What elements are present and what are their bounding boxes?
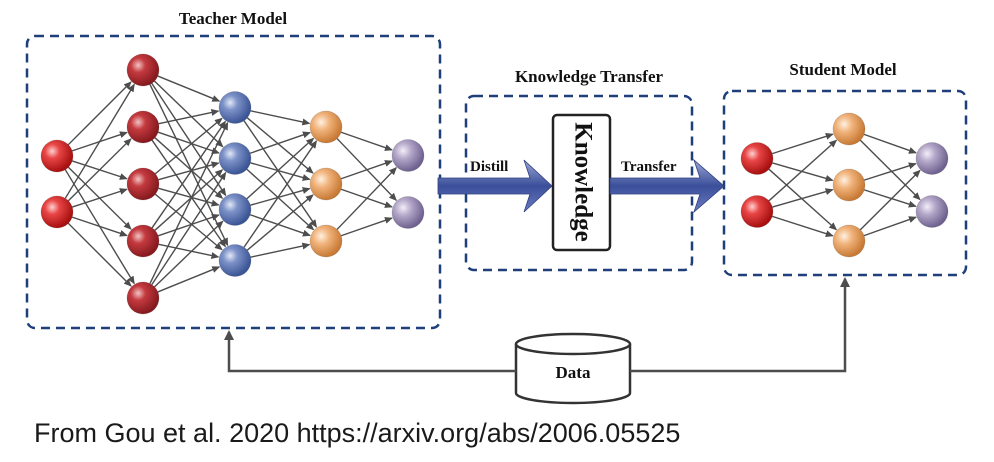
teacher-connection bbox=[249, 214, 311, 237]
teacher-connection bbox=[250, 110, 311, 126]
student-network bbox=[740, 112, 949, 258]
teacher-connection bbox=[154, 137, 224, 199]
student-connection bbox=[863, 216, 917, 237]
teacher-connection bbox=[158, 109, 220, 125]
student-connection bbox=[768, 139, 838, 202]
teacher-layer5-neuron bbox=[391, 196, 425, 229]
teacher-connection bbox=[250, 187, 311, 206]
teacher-layer3-neuron bbox=[218, 142, 252, 175]
teacher-connection bbox=[157, 213, 220, 237]
teacher-connection bbox=[158, 187, 220, 207]
teacher-connection bbox=[340, 217, 393, 237]
distill-label: Distill bbox=[470, 159, 508, 175]
knowledge-label: Knowledge bbox=[569, 122, 596, 241]
data-to-student-line bbox=[630, 277, 850, 373]
teacher-connection bbox=[64, 83, 135, 199]
teacher-connection bbox=[149, 121, 229, 284]
teacher-layer4-neuron bbox=[309, 224, 343, 258]
teacher-layer3-neuron bbox=[218, 193, 252, 226]
teacher-connection bbox=[151, 82, 227, 197]
student-layer1-neuron bbox=[740, 195, 774, 228]
teacher-connection bbox=[151, 171, 227, 286]
teacher-connection bbox=[154, 80, 224, 148]
teacher-connection bbox=[340, 131, 393, 151]
teacher-connection bbox=[249, 131, 311, 154]
knowledge-distillation-diagram: Teacher Model Knowledge Transfer Student… bbox=[25, 9, 968, 405]
student-connection bbox=[864, 189, 917, 208]
data-label: Data bbox=[556, 363, 591, 382]
teacher-model-title: Teacher Model bbox=[179, 9, 287, 28]
teacher-layer3-neuron bbox=[218, 91, 252, 124]
student-connection bbox=[859, 169, 921, 231]
teacher-connection bbox=[246, 137, 315, 200]
teacher-connection bbox=[340, 160, 393, 180]
student-layer1-neuron bbox=[740, 142, 774, 175]
student-layer2-neuron bbox=[832, 168, 866, 202]
teacher-layer5-neuron bbox=[391, 139, 425, 172]
teacher-connection bbox=[149, 84, 229, 247]
teacher-connection bbox=[157, 266, 221, 293]
teacher-connection bbox=[157, 75, 221, 102]
student-connection bbox=[859, 139, 921, 201]
student-connection bbox=[772, 215, 834, 238]
teacher-layer3-neuron bbox=[218, 244, 252, 277]
student-connection bbox=[772, 132, 834, 155]
data-cylinder: Data bbox=[514, 332, 632, 405]
teacher-layer2-neuron bbox=[126, 110, 160, 144]
teacher-connection bbox=[154, 117, 223, 175]
teacher-layer1-neuron bbox=[40, 195, 74, 229]
teacher-connection bbox=[158, 161, 220, 181]
student-model-title: Student Model bbox=[789, 60, 896, 79]
teacher-connection bbox=[154, 220, 224, 288]
teacher-connection bbox=[154, 169, 224, 231]
student-connection bbox=[864, 162, 917, 181]
teacher-connection bbox=[243, 140, 318, 248]
teacher-layer2-neuron bbox=[126, 281, 160, 315]
teacher-layer2-neuron bbox=[126, 167, 160, 201]
student-layer3-neuron bbox=[915, 142, 949, 175]
student-connection bbox=[863, 133, 917, 154]
teacher-connection bbox=[243, 120, 318, 228]
teacher-connection bbox=[71, 216, 128, 237]
teacher-connection bbox=[67, 138, 132, 202]
teacher-connection bbox=[151, 120, 226, 229]
teacher-network bbox=[40, 53, 425, 315]
transfer-arrow bbox=[609, 158, 725, 214]
teacher-connection bbox=[250, 242, 311, 258]
student-layer2-neuron bbox=[832, 224, 866, 258]
distill-arrow bbox=[437, 159, 553, 213]
student-model-box bbox=[722, 89, 968, 277]
data-to-teacher-line bbox=[224, 330, 516, 373]
student-layer3-neuron bbox=[915, 195, 949, 228]
teacher-connection bbox=[151, 139, 226, 248]
teacher-layer4-neuron bbox=[309, 167, 343, 201]
teacher-connection bbox=[67, 222, 132, 287]
teacher-connection bbox=[246, 194, 314, 251]
source-caption: From Gou et al. 2020 https://arxiv.org/a… bbox=[34, 418, 681, 448]
teacher-connection bbox=[67, 81, 132, 146]
teacher-layer1-neuron bbox=[40, 139, 74, 173]
student-layer2-neuron bbox=[832, 112, 866, 146]
teacher-layer2-neuron bbox=[126, 224, 160, 258]
student-connection bbox=[768, 168, 838, 231]
teacher-connection bbox=[246, 117, 314, 174]
teacher-connection bbox=[250, 162, 311, 181]
transfer-label: Transfer bbox=[621, 159, 677, 175]
knowledge-transfer-title: Knowledge Transfer bbox=[515, 67, 664, 86]
teacher-connection bbox=[246, 168, 315, 231]
student-connection bbox=[772, 188, 834, 208]
teacher-connection bbox=[157, 131, 220, 155]
teacher-connection bbox=[71, 188, 128, 208]
teacher-layer4-neuron bbox=[309, 110, 343, 144]
teacher-connection bbox=[154, 193, 223, 251]
teacher-layer2-neuron bbox=[126, 53, 160, 87]
teacher-connection bbox=[336, 167, 397, 230]
